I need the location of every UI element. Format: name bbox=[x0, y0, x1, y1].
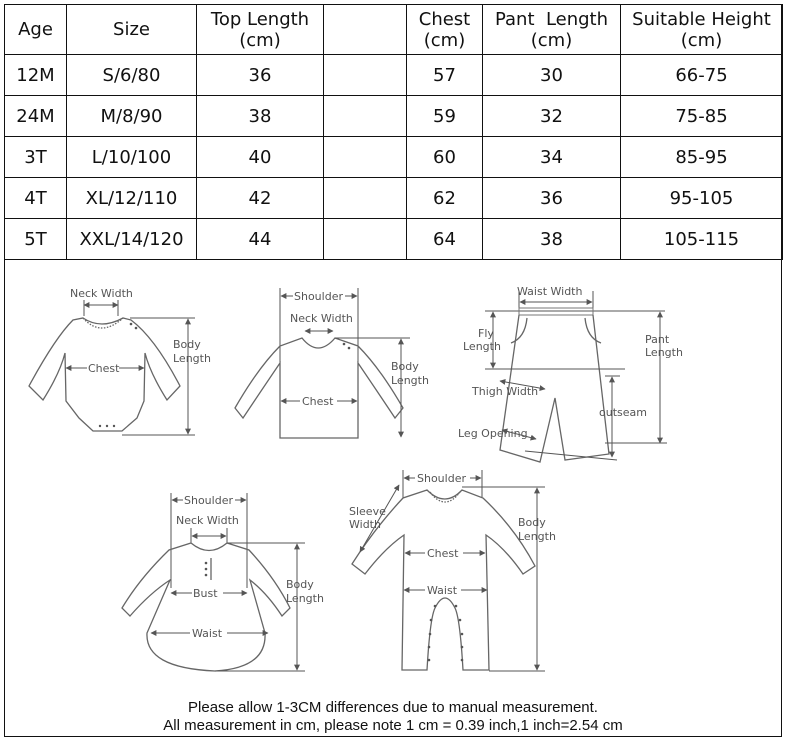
cell-chest: 62 bbox=[406, 177, 483, 219]
conversion-note: All measurement in cm, please note 1 cm … bbox=[163, 717, 623, 734]
pants-outseam-label: outseam bbox=[599, 406, 647, 419]
header-suitable-height: Suitable Height(cm) bbox=[620, 4, 783, 55]
cell-age: 12M bbox=[4, 54, 67, 96]
cell-size: XXL/14/120 bbox=[66, 218, 197, 260]
header-top-length: Top Length(cm) bbox=[196, 4, 324, 55]
table-row: 3T L/10/100 40 60 34 85-95 bbox=[4, 136, 783, 178]
cell-top-length: 44 bbox=[196, 218, 324, 260]
pants-thigh-width-label: Thigh Width bbox=[471, 385, 538, 398]
cell-suitable-height: 95-105 bbox=[620, 177, 783, 219]
top-neck-width-label: Neck Width bbox=[290, 312, 353, 325]
romper-chest-label: Chest bbox=[427, 547, 459, 560]
cell-blank bbox=[323, 95, 407, 137]
header-age: Age bbox=[4, 4, 67, 55]
pants-fly-length-label: Length bbox=[463, 340, 501, 353]
top-shoulder-label: Shoulder bbox=[294, 290, 343, 303]
bodysuit-length-label: Length bbox=[173, 352, 211, 365]
cell-blank bbox=[323, 218, 407, 260]
table-header-row: Age Size Top Length(cm) Chest(cm) Pant L… bbox=[4, 4, 783, 55]
romper-shoulder-label: Shoulder bbox=[417, 472, 466, 485]
cell-age: 5T bbox=[4, 218, 67, 260]
cell-chest: 60 bbox=[406, 136, 483, 178]
cell-suitable-height: 66-75 bbox=[620, 54, 783, 96]
table-row: 12M S/6/80 36 57 30 66-75 bbox=[4, 54, 783, 96]
cell-age: 3T bbox=[4, 136, 67, 178]
pants-diagram: Waist Width Fly Length Pant Length Thigh… bbox=[458, 285, 683, 463]
bodysuit-body-label: Body bbox=[173, 338, 201, 351]
table-row: 24M M/8/90 38 59 32 75-85 bbox=[4, 95, 783, 137]
cell-blank bbox=[323, 54, 407, 96]
bodysuit-chest-label: Chest bbox=[88, 362, 120, 375]
dress-waist-label: Waist bbox=[192, 627, 223, 640]
romper-body-label: Body bbox=[518, 516, 546, 529]
top-body-label: Body bbox=[391, 360, 419, 373]
pants-fly-label: Fly bbox=[478, 327, 494, 340]
bodysuit-diagram: Neck Width Chest Body Length bbox=[28, 287, 211, 436]
pants-pant-length-label: Length bbox=[645, 346, 683, 359]
top-length-label: Length bbox=[391, 374, 429, 387]
romper-sleeve-label: Sleeve bbox=[349, 505, 386, 518]
measurement-note: Please allow 1-3CM differences due to ma… bbox=[188, 699, 598, 716]
measurement-diagrams: Neck Width Chest Body Length Shoulder Ne… bbox=[5, 258, 781, 688]
header-pant-length: Pant Length(cm) bbox=[482, 4, 621, 55]
cell-age: 24M bbox=[4, 95, 67, 137]
dress-shoulder-label: Shoulder bbox=[184, 494, 233, 507]
top-diagram: Shoulder Neck Width Chest Body Length bbox=[234, 288, 429, 439]
dress-diagram: Shoulder Neck Width Bust Waist Body Leng… bbox=[121, 493, 324, 672]
cell-size: S/6/80 bbox=[66, 54, 197, 96]
table-row: 4T XL/12/110 42 62 36 95-105 bbox=[4, 177, 783, 219]
pants-waist-width-label: Waist Width bbox=[517, 285, 582, 298]
cell-pant-length: 32 bbox=[482, 95, 621, 137]
cell-suitable-height: 75-85 bbox=[620, 95, 783, 137]
header-size: Size bbox=[66, 4, 197, 55]
table-row: 5T XXL/14/120 44 64 38 105-115 bbox=[4, 218, 783, 260]
romper-sleeve-width-label: Width bbox=[349, 518, 381, 531]
top-chest-label: Chest bbox=[302, 395, 334, 408]
header-chest: Chest(cm) bbox=[406, 4, 483, 55]
cell-pant-length: 30 bbox=[482, 54, 621, 96]
cell-blank bbox=[323, 136, 407, 178]
cell-top-length: 36 bbox=[196, 54, 324, 96]
header-blank bbox=[323, 4, 407, 55]
cell-pant-length: 38 bbox=[482, 218, 621, 260]
cell-top-length: 38 bbox=[196, 95, 324, 137]
cell-size: XL/12/110 bbox=[66, 177, 197, 219]
dress-body-label: Body bbox=[286, 578, 314, 591]
pants-pant-label: Pant bbox=[645, 333, 670, 346]
cell-chest: 64 bbox=[406, 218, 483, 260]
romper-length-label: Length bbox=[518, 530, 556, 543]
romper-diagram: Shoulder Sleeve Width Chest Waist bbox=[349, 470, 556, 672]
dress-bust-label: Bust bbox=[193, 587, 218, 600]
cell-size: M/8/90 bbox=[66, 95, 197, 137]
cell-suitable-height: 105-115 bbox=[620, 218, 783, 260]
bodysuit-neck-width-label: Neck Width bbox=[70, 287, 133, 300]
romper-waist-label: Waist bbox=[427, 584, 458, 597]
cell-top-length: 40 bbox=[196, 136, 324, 178]
cell-age: 4T bbox=[4, 177, 67, 219]
dress-neck-width-label: Neck Width bbox=[176, 514, 239, 527]
cell-chest: 57 bbox=[406, 54, 483, 96]
cell-suitable-height: 85-95 bbox=[620, 136, 783, 178]
cell-top-length: 42 bbox=[196, 177, 324, 219]
cell-size: L/10/100 bbox=[66, 136, 197, 178]
cell-chest: 59 bbox=[406, 95, 483, 137]
dress-length-label: Length bbox=[286, 592, 324, 605]
size-chart-table: Age Size Top Length(cm) Chest(cm) Pant L… bbox=[4, 4, 783, 260]
cell-pant-length: 34 bbox=[482, 136, 621, 178]
cell-pant-length: 36 bbox=[482, 177, 621, 219]
pants-leg-opening-label: Leg Opening bbox=[458, 427, 528, 440]
cell-blank bbox=[323, 177, 407, 219]
